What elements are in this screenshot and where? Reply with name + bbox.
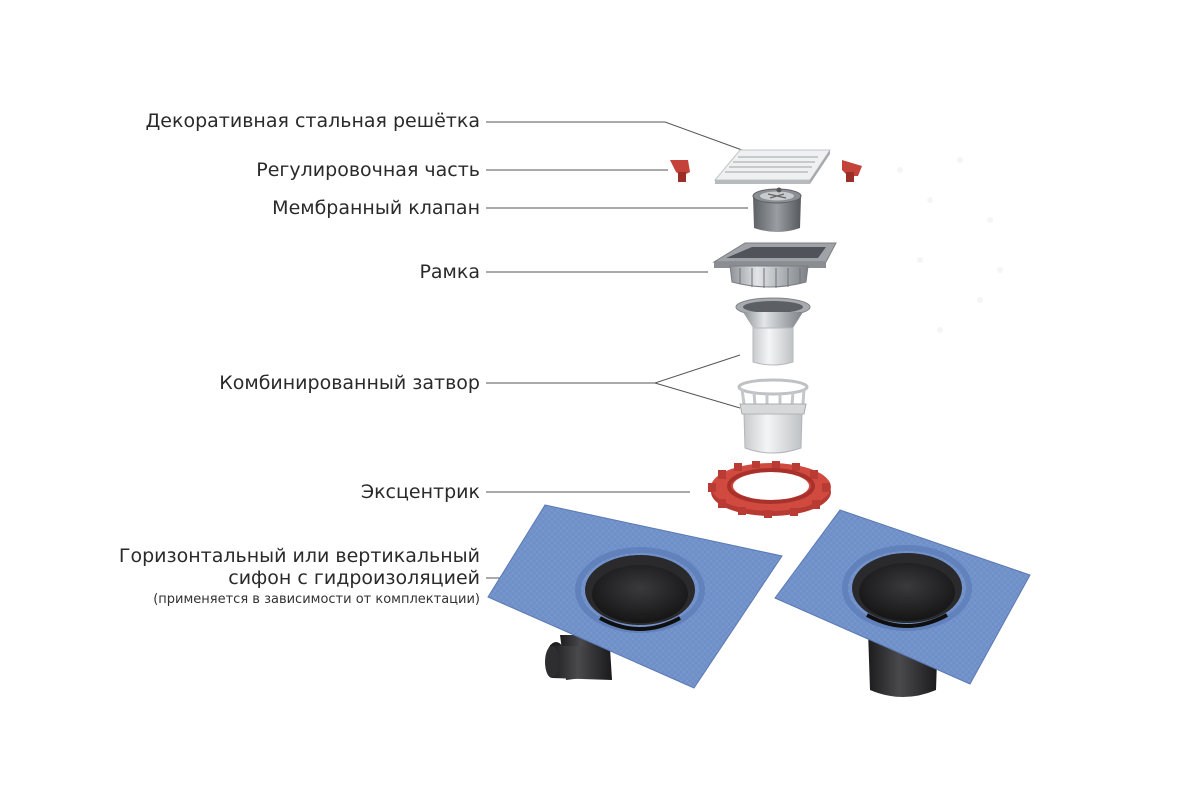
label-siphon-line2: сифон с гидроизоляцией (228, 567, 480, 589)
label-eccentric: Эксцентрик (360, 481, 480, 503)
leader-grate (486, 121, 743, 151)
leader-combined-trap (486, 354, 741, 409)
combined-trap-upper (735, 297, 811, 366)
label-grate: Декоративная стальная решётка (145, 110, 480, 132)
vertical-siphon (774, 509, 1031, 697)
label-siphon-note: (применяется в зависимости от комплектац… (153, 592, 480, 607)
membrane-valve (752, 187, 802, 232)
adjuster-left (670, 160, 690, 182)
combined-trap-lower (737, 378, 809, 454)
horizontal-siphon (487, 504, 783, 689)
leader-lines (486, 121, 748, 579)
label-frame: Рамка (419, 261, 480, 283)
label-combined-trap: Комбинированный затвор (219, 372, 480, 394)
label-membrane-valve: Мембранный клапан (272, 197, 480, 219)
eccentric (708, 461, 831, 518)
adjuster-right (842, 160, 862, 182)
label-siphon-line1: Горизонтальный или вертикальный (118, 545, 480, 567)
background-pattern (897, 157, 1003, 333)
steel-grate (713, 149, 831, 184)
frame (712, 242, 837, 288)
label-adjuster: Регулировочная часть (256, 159, 480, 181)
